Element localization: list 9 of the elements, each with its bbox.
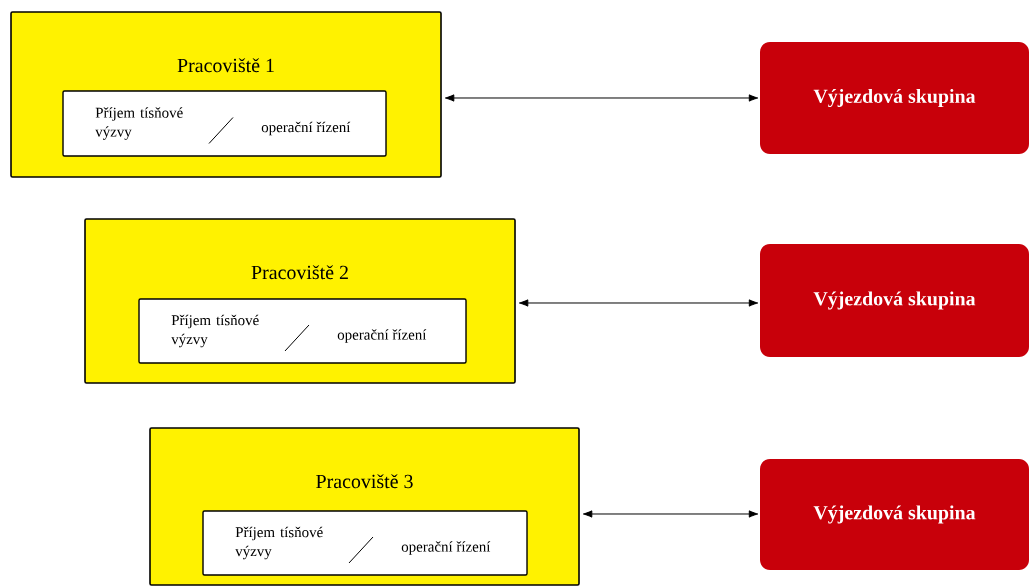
team-box: Výjezdová skupina — [760, 459, 1029, 570]
team-box: Výjezdová skupina — [760, 244, 1029, 357]
task-box: Příjem tísňové výzvy operační řízení — [202, 510, 528, 576]
team-box: Výjezdová skupina — [760, 42, 1029, 154]
double-arrow — [444, 94, 759, 102]
task-box: Příjem tísňové výzvy operační řízení — [62, 90, 387, 157]
double-arrow — [518, 299, 759, 307]
task-box: Příjem tísňové výzvy operační řízení — [138, 298, 467, 364]
double-arrow — [582, 510, 759, 518]
